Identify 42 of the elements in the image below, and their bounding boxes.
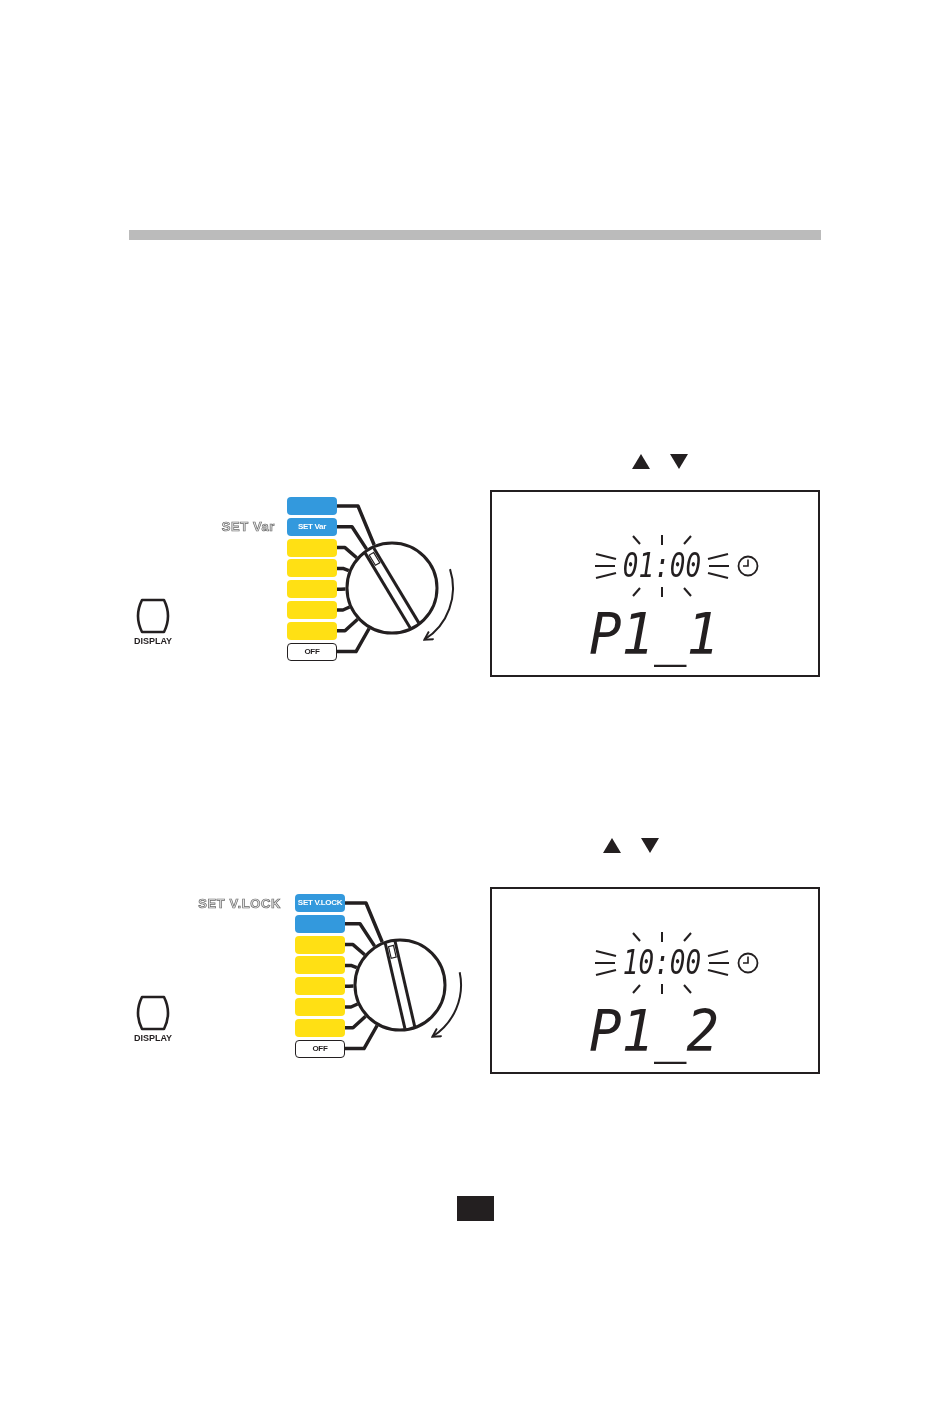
position-tile [295,998,345,1016]
position-tile: SET Var [287,517,337,536]
rotary-dial [352,937,448,1033]
position-tile [295,914,345,933]
connector-line [337,627,371,654]
position-tile [295,935,345,954]
connector-line [337,587,346,591]
connector-line [345,1002,359,1009]
position-tile: OFF [295,1039,345,1058]
connector-line [337,525,369,551]
position-tile [287,601,337,619]
rotary-dial [344,540,440,636]
lcd-program-code: P1_1 [588,600,720,670]
mode-label: SET V.LOCK [198,896,281,910]
mode-label: SET Var [221,520,275,534]
connector-line [345,1015,367,1030]
position-tile [295,1018,345,1037]
connector-line [345,1024,379,1051]
position-tile [295,956,345,975]
lcd-screen [490,490,820,677]
position-tile [287,621,337,640]
position-tile: SET V.LOCK [295,894,345,912]
lcd-time-readout: 01:00 [621,548,703,584]
connector-line [345,901,384,943]
button-label: DISPLAY [133,1034,173,1043]
connector-line [345,942,366,957]
connector-line [345,984,354,988]
lcd-screen [490,887,820,1074]
position-tile [287,497,337,515]
position-tile [295,977,345,996]
lcd-program-code: P1_2 [588,997,720,1067]
position-tile [287,559,337,578]
button-label: DISPLAY [133,637,173,646]
connector-line [337,545,358,560]
connector-line [337,618,359,633]
position-tile [287,538,337,557]
position-tile: OFF [287,642,337,661]
position-tile [287,580,337,599]
lcd-time-readout: 10:00 [621,945,703,981]
connector-line [337,504,376,546]
connector-line [345,922,377,948]
connector-line [337,605,351,612]
